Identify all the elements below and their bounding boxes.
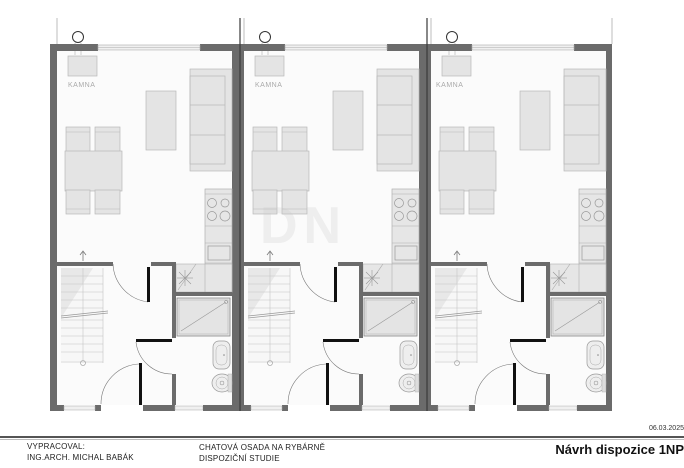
- stove-label: KAMNA: [255, 82, 282, 89]
- author-name: ING.ARCH. MICHAL BABÁK: [27, 453, 134, 462]
- sheet-title: Návrh dispozice 1NP: [555, 442, 684, 457]
- document-type: DISPOZIČNÍ STUDIE: [199, 454, 280, 463]
- title-block: 06.03.2025 VYPRACOVAL: ING.ARCH. MICHAL …: [0, 420, 684, 468]
- unit-2: KAMNA: [236, 17, 426, 412]
- title-block-divider: [0, 436, 684, 438]
- unit-1: KAMNA: [49, 17, 239, 412]
- project-name: CHATOVÁ OSADA NA RYBÁRNĚ: [199, 443, 326, 452]
- unit-3: KAMNA: [423, 17, 613, 412]
- date: 06.03.2025: [648, 425, 684, 432]
- title-block-divider-thin: [0, 439, 684, 440]
- prepared-by-label: VYPRACOVAL:: [27, 442, 86, 451]
- stove-label: KAMNA: [68, 82, 95, 89]
- stove-label: KAMNA: [436, 82, 463, 89]
- floor-plan: KAMNA KAMNA KAMNA: [49, 17, 613, 412]
